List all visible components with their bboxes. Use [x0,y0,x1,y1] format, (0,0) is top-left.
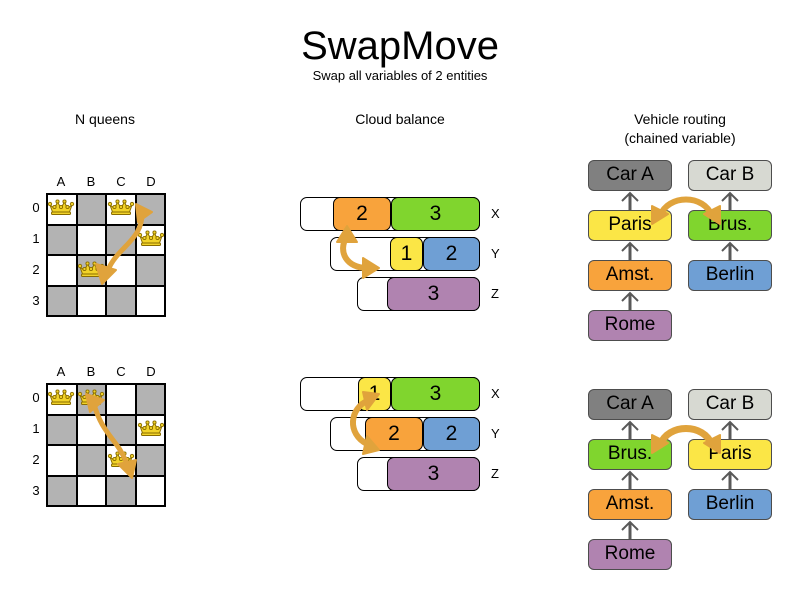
board-cell-A2[interactable] [47,445,77,476]
vrp-node-paris[interactable]: Paris [688,439,772,470]
cloud-segment-yellow-1[interactable]: 1 [390,237,423,271]
vrp-node-car-b[interactable]: Car B [688,389,772,420]
board-cell-C3[interactable] [106,475,136,506]
vrp-node-car-a[interactable]: Car A [588,160,672,191]
cloud-bar-label-Z: Z [491,466,499,481]
board-row-label-1: 1 [32,231,40,246]
board-cell-B1[interactable] [76,224,106,255]
board-column-label-B: B [86,174,96,189]
vrp-node-brus[interactable]: Brus. [688,210,772,241]
vrp-node-berlin[interactable]: Berlin [688,260,772,291]
board-column-label-B: B [86,364,96,379]
vrp-chain-arrow [721,241,739,261]
board-row-label-2: 2 [32,452,40,467]
board-cell-A1[interactable] [47,414,77,445]
board-cell-D3[interactable] [135,475,165,506]
cloud-segment-blue-2[interactable]: 2 [423,237,480,271]
cloud-segment-green-3[interactable]: 3 [391,377,480,411]
vrp-chain-arrow [621,470,639,490]
board-row-label-3: 3 [32,483,40,498]
vrp-heading-line2: (chained variable) [624,130,736,146]
vrp-chain-arrow [721,191,739,211]
board-row-label-0: 0 [32,390,40,405]
board-cell-B3[interactable] [76,475,106,506]
vrp-node-amst[interactable]: Amst. [588,489,672,520]
page-subtitle: Swap all variables of 2 entities [312,68,488,83]
board-cell-C3[interactable] [106,285,136,316]
board-cell-A2[interactable] [47,255,77,286]
section-heading-vehicle-routing: Vehicle routing (chained variable) [590,110,770,148]
board-row-label-2: 2 [32,262,40,277]
cloud-segment-purple-3[interactable]: 3 [387,457,480,491]
cloud-segment-blue-2[interactable]: 2 [423,417,480,451]
vrp-node-rome[interactable]: Rome [588,310,672,341]
vrp-chain-arrow [721,470,739,490]
cloud-segment-green-3[interactable]: 3 [391,197,480,231]
vrp-chain-arrow [621,420,639,440]
board-row-label-1: 1 [32,421,40,436]
vrp-chain-arrow [621,191,639,211]
board-cell-A1[interactable] [47,224,77,255]
board-cell-A3[interactable] [47,285,77,316]
board-column-label-D: D [146,174,156,189]
vrp-chain-arrow [721,420,739,440]
board-cell-D0[interactable] [135,384,165,415]
board-column-label-A: A [56,364,66,379]
board-cell-D3[interactable] [135,285,165,316]
vrp-node-paris[interactable]: Paris [588,210,672,241]
cloud-segment-orange-2[interactable]: 2 [365,417,423,451]
cloud-segment-orange-2[interactable]: 2 [333,197,391,231]
vrp-chain-arrow [621,241,639,261]
section-heading-nqueens: N queens [75,111,135,127]
page-title: SwapMove [301,24,499,68]
cloud-bar-label-Y: Y [491,246,500,261]
cloud-bar-label-Z: Z [491,286,499,301]
vrp-node-amst[interactable]: Amst. [588,260,672,291]
vrp-node-brus[interactable]: Brus. [588,439,672,470]
board-cell-D2[interactable] [135,445,165,476]
board-column-label-A: A [56,174,66,189]
board-cell-B0[interactable] [76,194,106,225]
board-column-label-C: C [116,364,126,379]
vrp-node-car-b[interactable]: Car B [688,160,772,191]
board-cell-A3[interactable] [47,475,77,506]
board-row-label-3: 3 [32,293,40,308]
vrp-chain-arrow [621,291,639,311]
vrp-node-berlin[interactable]: Berlin [688,489,772,520]
board-column-label-D: D [146,364,156,379]
cloud-segment-purple-3[interactable]: 3 [387,277,480,311]
board-cell-B3[interactable] [76,285,106,316]
cloud-bar-label-Y: Y [491,426,500,441]
vrp-node-car-a[interactable]: Car A [588,389,672,420]
cloud-bar-label-X: X [491,386,500,401]
cloud-bar-label-X: X [491,206,500,221]
section-heading-cloud-balance: Cloud balance [355,111,445,127]
board-column-label-C: C [116,174,126,189]
cloud-segment-yellow-1[interactable]: 1 [358,377,391,411]
vrp-node-rome[interactable]: Rome [588,539,672,570]
vrp-chain-arrow [621,520,639,540]
board-row-label-0: 0 [32,200,40,215]
vrp-heading-line1: Vehicle routing [634,111,726,127]
